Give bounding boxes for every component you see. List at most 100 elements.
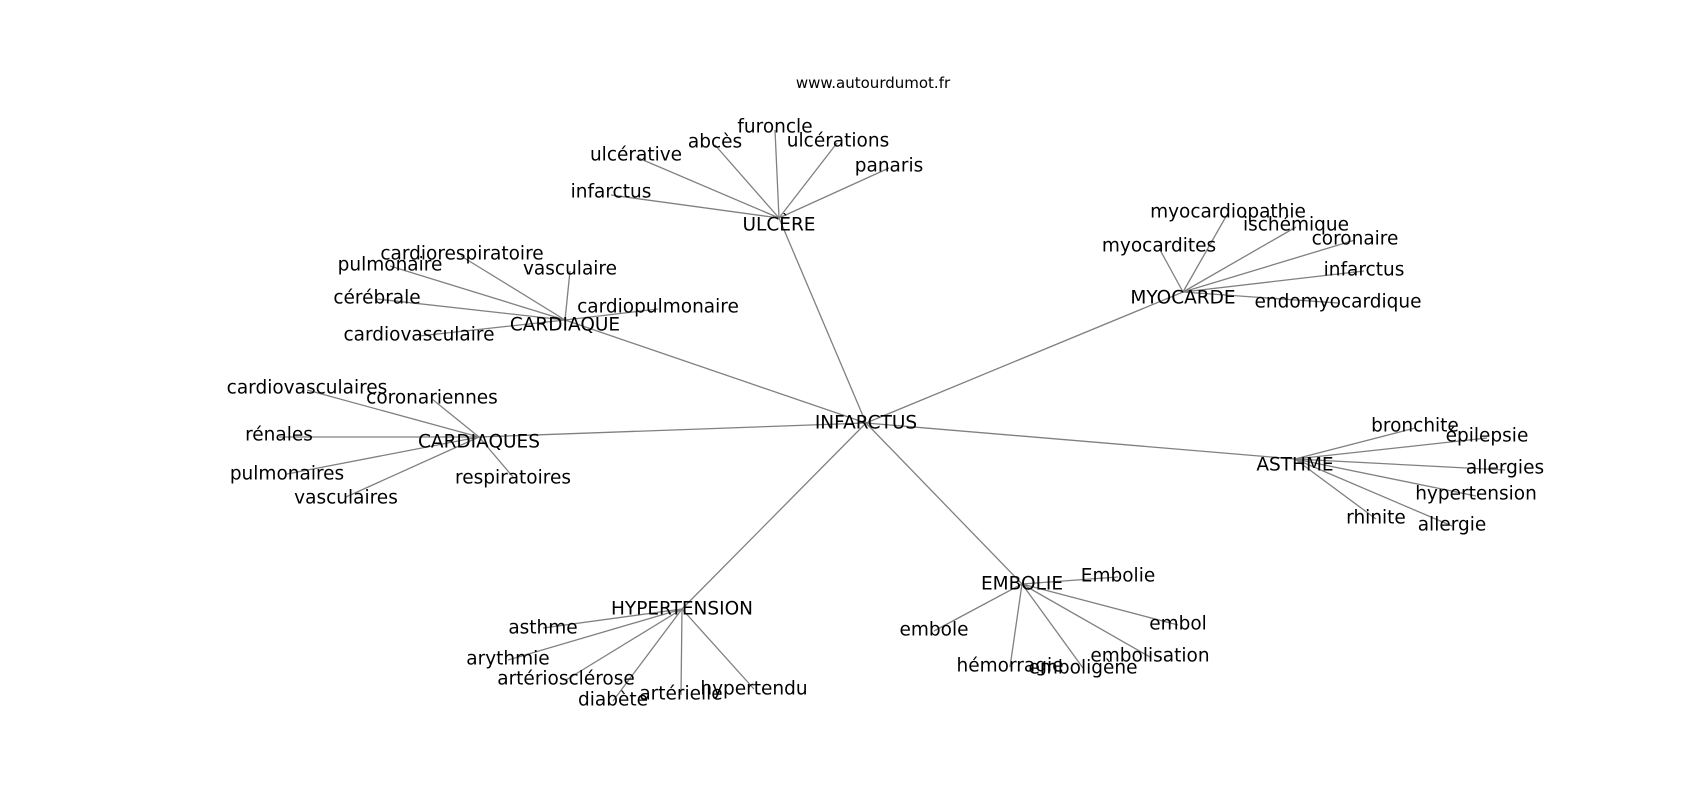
hub-node-asthme: ASTHME — [1256, 455, 1333, 476]
edge-embolie-embol — [1021, 583, 1179, 626]
leaf-node-cardiaque-cerebrale: cérébrale — [333, 288, 420, 309]
leaf-node-ulcere-abces: abcès — [688, 132, 742, 153]
edge-cardiaques-cardiovasculaires — [306, 389, 480, 438]
edge-ulcere-abces — [714, 144, 780, 219]
edge-center-embolie — [865, 422, 1023, 585]
leaf-node-hypertension-asthme: asthme — [508, 618, 577, 639]
hub-node-ulcere: ULCÈRE — [743, 214, 816, 236]
leaf-node-hypertension-arythmie: arythmie — [466, 649, 549, 670]
edge-hypertension-hypertendu — [681, 608, 755, 690]
leaf-node-cardiaque-cardiovasculaire: cardiovasculaire — [343, 325, 494, 346]
leaf-node-asthme-allergie: allergie — [1418, 515, 1487, 536]
leaf-node-myocarde-endomyocardique: endomyocardique — [1255, 292, 1422, 313]
leaf-node-myocarde-ischemique: ischémique — [1243, 215, 1349, 236]
leaf-node-ulcere-furoncle: furoncle — [737, 117, 812, 138]
edge-hypertension-diabete — [612, 608, 683, 702]
leaf-node-ulcere-infarctus: infarctus — [571, 182, 652, 203]
leaf-node-hypertension-diabete: diabète — [578, 690, 648, 711]
leaf-node-embolie-embol: embol — [1149, 614, 1207, 635]
hub-node-embolie: EMBOLIE — [981, 574, 1063, 595]
edge-cardiaque-pulmonaire — [389, 265, 566, 321]
edge-center-cardiaque — [564, 319, 867, 424]
edge-ulcere-furoncle — [774, 129, 780, 219]
edge-myocarde-ischemique — [1182, 226, 1297, 293]
edge-center-cardiaques — [478, 422, 867, 438]
edge-cardiaque-cardiopulmonaire — [564, 308, 659, 321]
edge-asthme-rhinite — [1294, 458, 1377, 520]
center-node-label: INFARCTUS — [815, 413, 917, 434]
leaf-node-embolie-embolie: Embolie — [1081, 566, 1155, 587]
edge-myocarde-endomyocardique — [1182, 291, 1339, 304]
edge-cardiaque-cerebrale — [376, 298, 566, 321]
edge-myocarde-myocardites — [1158, 247, 1184, 293]
site-credit: www.autourdumot.fr — [796, 74, 951, 92]
leaf-node-embolie-emboligene: emboligène — [1029, 658, 1138, 679]
edge-center-asthme — [865, 422, 1296, 460]
edge-asthme-allergies — [1294, 458, 1506, 471]
leaf-node-cardiaques-cardiovasculaires: cardiovasculaires — [227, 378, 388, 399]
leaf-node-cardiaque-cardiopulmonaire: cardiopulmonaire — [577, 297, 739, 318]
leaf-node-ulcere-panaris: panaris — [855, 156, 924, 177]
leaf-node-asthme-bronchite: bronchite — [1371, 416, 1459, 437]
leaf-node-myocarde-myocardites: myocardites — [1102, 236, 1216, 257]
leaf-node-asthme-rhinite: rhinite — [1346, 508, 1406, 529]
leaf-node-ulcere-ulcerations: ulcérations — [787, 131, 889, 152]
edge-cardiaque-cardiovasculaire — [418, 319, 566, 337]
edge-ulcere-panaris — [778, 167, 890, 219]
leaf-node-hypertension-arterielle: artérielle — [639, 684, 722, 705]
edge-embolie-hemorragie — [1009, 583, 1023, 668]
edge-cardiaques-pulmonaires — [286, 436, 480, 475]
hub-node-cardiaque: CARDIAQUE — [510, 315, 620, 336]
edge-myocarde-myocardiopathie — [1182, 212, 1229, 293]
edge-cardiaques-respiratoires — [478, 436, 514, 478]
leaf-node-myocarde-myocardiopathie: myocardiopathie — [1150, 202, 1306, 223]
leaf-node-embolie-embole: embole — [900, 620, 969, 641]
edge-hypertension-arteriosclerose — [565, 608, 683, 681]
edge-center-ulcere — [778, 217, 867, 424]
edge-cardiaque-vasculaire — [564, 270, 571, 321]
leaf-node-embolie-hemorragie: hémorragie — [957, 656, 1064, 677]
edge-embolie-embolisation — [1021, 583, 1151, 658]
edge-ulcere-infarctus — [610, 194, 780, 219]
edge-center-hypertension — [681, 422, 867, 610]
leaf-node-ulcere-ulcerative: ulcérative — [590, 145, 682, 166]
hub-node-myocarde: MYOCARDE — [1130, 288, 1235, 309]
edge-asthme-hypertension — [1294, 458, 1477, 497]
hub-node-cardiaques: CARDIAQUES — [418, 432, 540, 453]
leaf-node-myocarde-coronaire: coronaire — [1312, 229, 1399, 250]
edge-ulcere-ulcerative — [635, 156, 780, 219]
leaf-node-embolie-embolisation: embolisation — [1090, 646, 1209, 667]
leaf-node-cardiaques-pulmonaires: pulmonaires — [230, 464, 344, 485]
edge-myocarde-infarctus — [1182, 270, 1365, 293]
edge-asthme-allergie — [1294, 458, 1453, 527]
leaf-node-asthme-hypertension: hypertension — [1415, 484, 1537, 505]
edge-center-myocarde — [865, 291, 1184, 424]
edge-hypertension-arythmie — [507, 608, 683, 661]
leaf-node-cardiaques-respiratoires: respiratoires — [455, 468, 571, 489]
leaf-node-cardiaque-cardiorespiratoire: cardiorespiratoire — [380, 244, 543, 265]
edge-embolie-embolie — [1021, 576, 1119, 585]
leaf-node-cardiaque-vasculaire: vasculaire — [523, 259, 617, 280]
leaf-node-hypertension-arteriosclerose: artériosclérose — [497, 669, 635, 690]
leaf-node-cardiaques-vasculaires: vasculaires — [294, 488, 398, 509]
edge-embolie-embole — [933, 583, 1023, 632]
edge-embolie-emboligene — [1021, 583, 1084, 669]
leaf-node-asthme-allergies: allergies — [1466, 458, 1544, 479]
edge-myocarde-coronaire — [1182, 239, 1356, 293]
leaf-node-asthme-epilepsie: épilepsie — [1446, 426, 1529, 447]
leaf-node-cardiaque-pulmonaire: pulmonaire — [338, 255, 443, 276]
edge-hypertension-asthme — [542, 608, 683, 629]
edge-cardiaques-vasculaires — [345, 436, 480, 498]
graph-edges — [279, 129, 1506, 702]
edge-cardiaque-cardiorespiratoire — [460, 255, 566, 321]
edge-ulcere-ulcerations — [778, 142, 838, 219]
leaf-node-cardiaques-coronariennes: coronariennes — [366, 388, 498, 409]
edge-asthme-epilepsie — [1294, 437, 1488, 460]
edge-cardiaques-coronariennes — [431, 398, 480, 438]
leaf-node-myocarde-infarctus: infarctus — [1324, 260, 1405, 281]
edge-asthme-bronchite — [1294, 427, 1416, 460]
hub-node-hypertension: HYPERTENSION — [611, 599, 753, 620]
leaf-node-cardiaques-renales: rénales — [245, 425, 313, 446]
